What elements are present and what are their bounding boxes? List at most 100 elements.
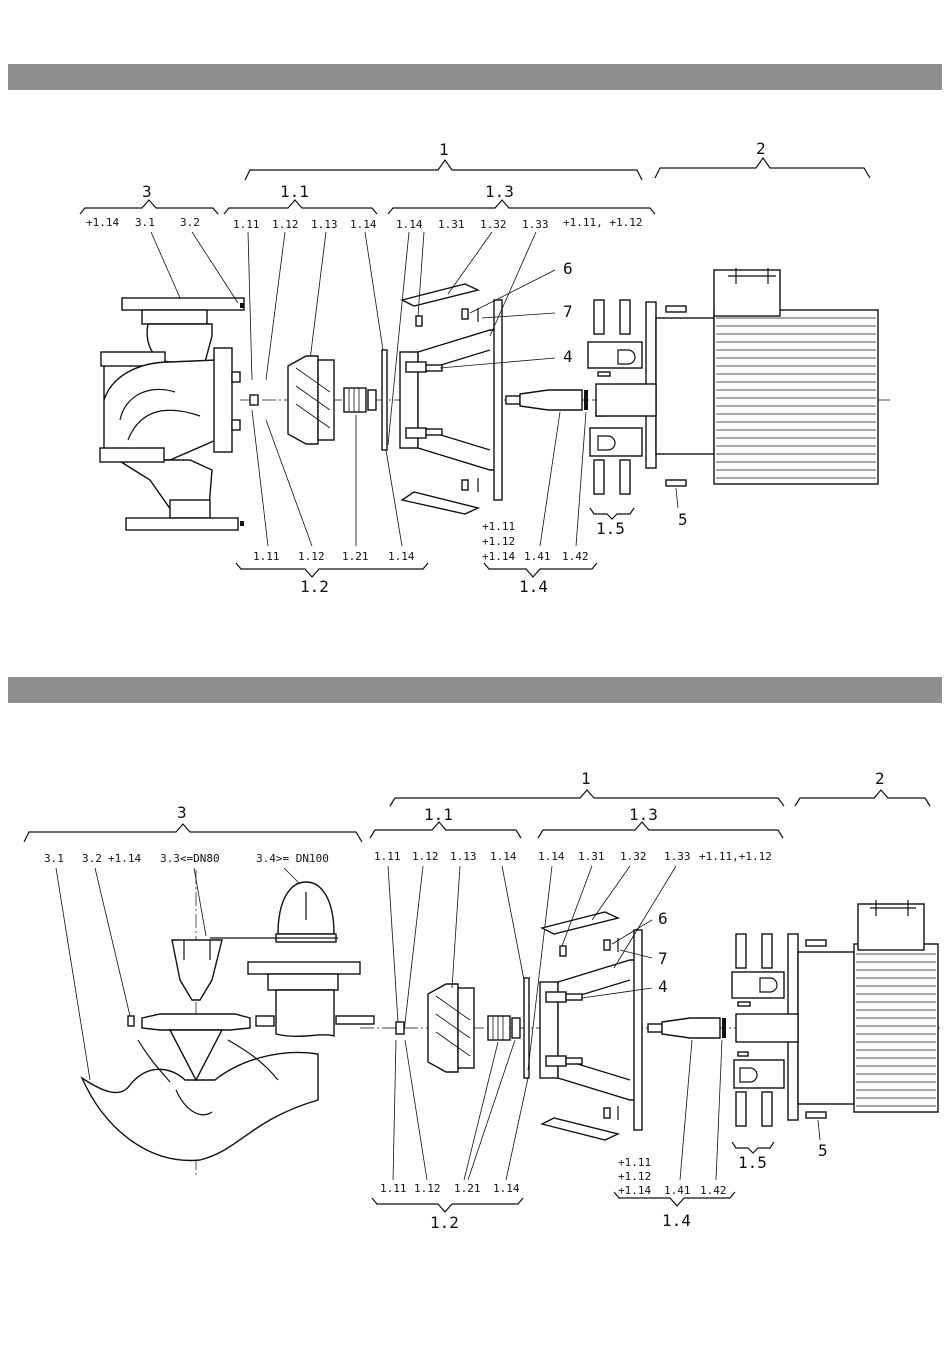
brace-2-14 [613,1191,736,1207]
label2-1-12: 1.12 [412,850,439,863]
label-6: 6 [563,259,573,278]
brace-1 [244,158,643,181]
label-group-1-5: 1.5 [596,519,625,538]
brace-2-13 [537,821,784,839]
label2-plus-1-14: +1.14 [108,852,141,865]
label2-group-3: 3 [177,803,187,822]
brace-2-15 [731,1141,775,1154]
label-group-1-2: 1.2 [300,577,329,596]
label-plus-1-11-1-12: +1.11, +1.12 [563,216,642,229]
label-1-12-bottom: 1.12 [298,550,325,563]
motor-1 [595,268,879,487]
brace-15 [589,507,635,520]
label-1-32: 1.32 [480,218,507,231]
label2-plus-1-14-b: +1.14 [618,1184,651,1197]
label2-group-1-1: 1.1 [424,805,453,824]
label2-plus-1-11-1-12: +1.11,+1.12 [699,850,772,863]
brace-2-11 [369,821,522,839]
brace-2-12 [371,1197,524,1213]
label-plus-1-14-b: +1.14 [482,550,515,563]
label2-7: 7 [658,949,668,968]
label2-group-1-4: 1.4 [662,1211,691,1230]
shaft-2 [647,1017,726,1039]
label2-1-31: 1.31 [578,850,605,863]
label-1-42: 1.42 [562,550,589,563]
brace-11 [223,199,378,215]
label2-3-2: 3.2 [82,852,102,865]
label-plus-1-11: +1.11 [482,520,515,533]
lantern-2 [539,929,643,1131]
label-group-1-1: 1.1 [280,182,309,201]
label2-1-14: 1.14 [490,850,517,863]
shaft-1 [505,389,588,411]
label-1-11-bottom: 1.11 [253,550,280,563]
pump-casing-1 [99,297,259,531]
label-plus-1-14: +1.14 [86,216,119,229]
diagram-1: 1 2 3 1.1 1.3 1.2 1.4 1.5 +1.14 3.1 3.2 … [79,139,890,596]
label-group-3: 3 [142,182,152,201]
motor-2 [735,900,939,1121]
label2-5: 5 [818,1141,828,1160]
bolts-2 [731,933,785,1127]
brace-2-1 [389,789,785,807]
guard-bottom-2 [540,1117,621,1141]
label-plus-1-12: +1.12 [482,535,515,548]
brace-13 [387,199,656,215]
label2-1-12-bottom: 1.12 [414,1182,441,1195]
label-3-2: 3.2 [180,216,200,229]
label-5: 5 [678,510,688,529]
label-1-41: 1.41 [524,550,551,563]
label2-plus-1-11: +1.11 [618,1156,651,1169]
label-1-21: 1.21 [342,550,369,563]
impeller-2 [395,983,475,1073]
guard-top-1 [400,283,481,307]
section-header-bar-1 [8,64,942,90]
label-1-14-bottom: 1.14 [388,550,415,563]
brace-12 [235,562,429,578]
label-1-33: 1.33 [522,218,549,231]
brace-2-2 [794,789,931,807]
label-1-13: 1.13 [311,218,338,231]
gasket-1 [381,349,388,451]
label-1-31: 1.31 [438,218,465,231]
label-1-14-b: 1.14 [396,218,423,231]
label-group-2: 2 [756,139,766,158]
label-4: 4 [563,347,573,366]
diagram-2: 1 2 3 1.1 1.3 1.2 1.4 1.5 3.1 3.2 +1.14 … [23,769,940,1232]
mechanical-seal-2 [487,1015,521,1041]
bolts-1 [587,299,643,495]
brace-3 [79,199,219,215]
guard-bottom-1 [400,491,481,515]
brace-2 [654,156,871,179]
impeller-1 [287,355,335,445]
label2-4: 4 [658,977,668,996]
brace-2-3 [23,823,363,843]
label2-plus-1-12: +1.12 [618,1170,651,1183]
label2-1-14-b: 1.14 [538,850,565,863]
label-7: 7 [563,302,573,321]
label2-1-42: 1.42 [700,1184,727,1197]
label2-1-11-bottom: 1.11 [380,1182,407,1195]
label2-1-14-bottom: 1.14 [493,1182,520,1195]
label2-group-1-3: 1.3 [629,805,658,824]
label2-group-1: 1 [581,769,591,788]
section-header-bar-2 [8,677,942,703]
label-1-11: 1.11 [233,218,260,231]
label-1-14: 1.14 [350,218,377,231]
label2-1-11: 1.11 [374,850,401,863]
label2-3-3: 3.3<=DN80 [160,852,220,865]
label2-1-41: 1.41 [664,1184,691,1197]
label2-3-1: 3.1 [44,852,64,865]
label2-group-2: 2 [875,769,885,788]
label2-group-1-2: 1.2 [430,1213,459,1232]
label-group-1-4: 1.4 [519,577,548,596]
gasket-2 [523,977,530,1079]
pump-casing-2 [80,881,375,1162]
label2-1-13: 1.13 [450,850,477,863]
label-3-1: 3.1 [135,216,155,229]
brace-14 [483,562,598,578]
guard-top-2 [540,911,621,935]
label2-6: 6 [658,909,668,928]
label2-3-4: 3.4>= DN100 [256,852,329,865]
